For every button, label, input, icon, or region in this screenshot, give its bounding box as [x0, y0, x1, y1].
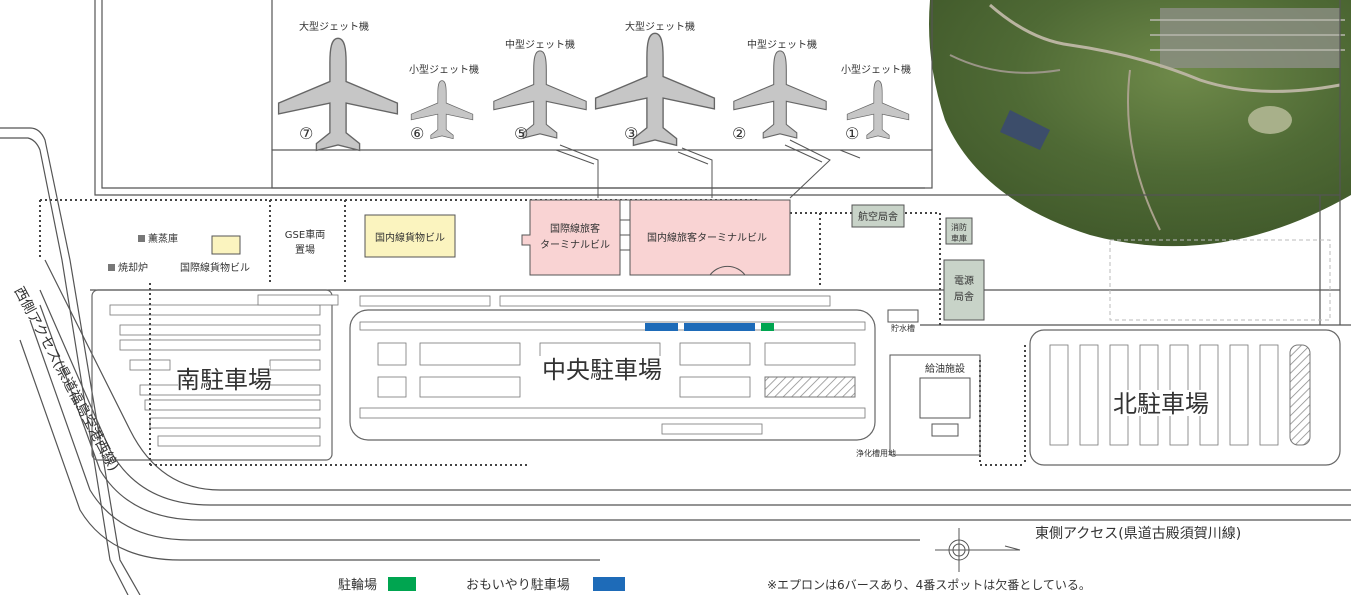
- spot-number: ⑥: [410, 124, 424, 143]
- central-parking-label: 中央駐車場: [542, 356, 662, 384]
- aircraft-type-label: 中型ジェット機: [505, 38, 575, 51]
- airplane-spot7: [277, 37, 399, 152]
- intl-cargo-label: 国際線貨物ビル: [180, 261, 250, 274]
- legend-omoiyari-label: おもいやり駐車場: [466, 578, 570, 593]
- east-access-label: 東側アクセス(県道古殿須賀川線): [1035, 526, 1241, 542]
- central-parking: [257, 294, 876, 441]
- spot-number: ①: [845, 124, 859, 143]
- airplane-spot3: [594, 32, 716, 147]
- aircraft-type-label: 大型ジェット機: [625, 20, 695, 33]
- intl-terminal-label: ターミナルビル: [540, 239, 610, 251]
- water-tank-label: 貯水槽: [891, 323, 915, 333]
- spot-number: ②: [732, 124, 746, 143]
- legend-bicycle-swatch: [388, 577, 416, 591]
- airplane-spot5: [493, 50, 587, 139]
- north-parking-label: 北駐車場: [1113, 390, 1209, 418]
- incinerator-label: 焼却炉: [118, 262, 148, 274]
- legend-bicycle-label: 駐輪場: [338, 577, 377, 593]
- spot-number: ⑦: [299, 124, 313, 143]
- fence-lines: [39, 199, 1026, 466]
- fire-station-label: 消防: [951, 222, 967, 232]
- spot-number: ③: [624, 124, 638, 143]
- omoiyari-spot: [645, 323, 678, 331]
- aircraft-type-label: 小型ジェット機: [409, 63, 479, 76]
- north-arrow: [935, 528, 1021, 572]
- apron: [271, 149, 933, 189]
- aircraft-type-label: 大型ジェット機: [299, 20, 369, 33]
- gse-label: GSE車両: [285, 228, 325, 241]
- omoiyari-spot: [684, 323, 755, 331]
- aviation-bureau-label: 航空局舎: [858, 210, 898, 223]
- aircraft-type-label: 小型ジェット機: [841, 63, 911, 76]
- north-parking: [1029, 239, 1341, 466]
- fire-station-label: 車庫: [951, 233, 967, 243]
- legend-omoiyari-swatch: [593, 577, 625, 591]
- legend-note: ※エプロンは6バースあり、4番スポットは欠番としている。: [767, 577, 1091, 592]
- dom-terminal-label: 国内線旅客ターミナルビル: [647, 231, 767, 244]
- fuel-facility-label: 給油施設: [925, 362, 965, 375]
- bicycle-spot: [761, 323, 774, 331]
- intl-terminal-label: 国際線旅客: [550, 222, 600, 235]
- boarding-bridges: [555, 139, 861, 199]
- septic-label: 浄化槽用地: [856, 448, 896, 458]
- incinerator-storage-label: 薫蒸庫: [148, 232, 178, 245]
- spot-number: ⑤: [514, 124, 528, 143]
- power-station-label: 局舎: [954, 291, 974, 303]
- airplane-spot2: [733, 50, 827, 139]
- buildings-layer: [108, 199, 985, 456]
- south-parking-label: 南駐車場: [176, 366, 272, 394]
- power-station-label: 電源: [954, 274, 974, 287]
- aircraft-type-label: 中型ジェット機: [747, 38, 817, 51]
- gse-label: 置場: [295, 243, 315, 256]
- legend: 駐輪場 おもいやり駐車場 ※エプロンは6バースあり、4番スポットは欠番としている…: [338, 577, 1091, 593]
- aerial-photo: [929, 0, 1351, 247]
- south-parking: [91, 289, 333, 461]
- dom-cargo-label: 国内線貨物ビル: [375, 231, 445, 244]
